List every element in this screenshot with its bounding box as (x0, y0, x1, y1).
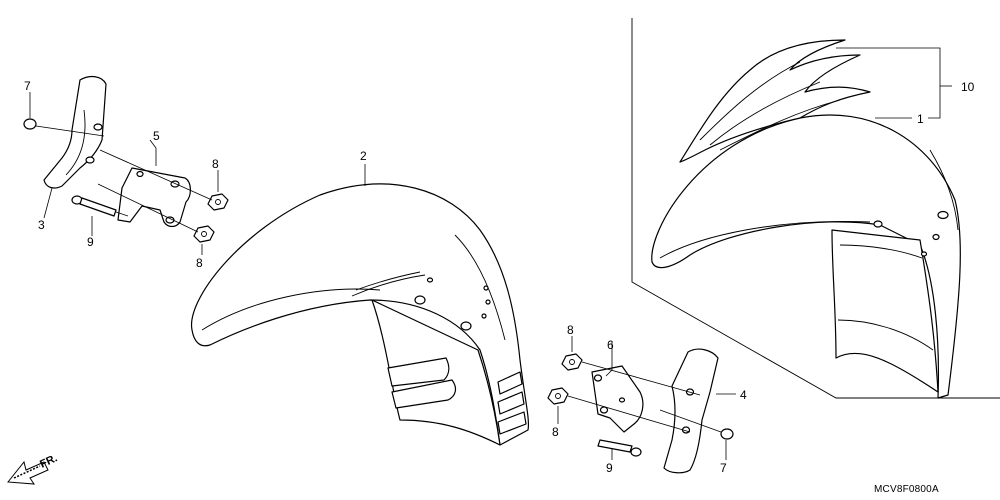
callout-7-left: 7 (24, 79, 31, 93)
front-arrow-icon (7, 460, 49, 485)
nut-8-right-upper (561, 353, 583, 371)
callout-9-left: 9 (87, 235, 94, 249)
front-label: FR. (38, 452, 59, 470)
bolt-9-right (597, 439, 642, 457)
nut-8-right-lower (547, 387, 569, 405)
callout-10: 10 (961, 80, 975, 94)
callout-3: 3 (38, 218, 45, 232)
right-bracket (591, 365, 644, 433)
callout-9-right: 9 (606, 461, 613, 475)
callout-5: 5 (153, 129, 160, 143)
diagram-code: MCV8F0800A (874, 484, 939, 495)
callout-6: 6 (607, 338, 614, 352)
bolt-7-right (659, 409, 734, 440)
right-fender-stay (663, 348, 719, 474)
front-fender (190, 183, 530, 446)
bolt-9-left (71, 195, 129, 217)
callout-8-right-lower: 8 (552, 425, 559, 439)
callout-4: 4 (740, 388, 747, 402)
left-bracket (117, 167, 191, 228)
left-fender-stay (43, 75, 107, 189)
callout-7-right: 7 (720, 461, 727, 475)
flame-decal (679, 39, 871, 163)
nut-8-left-lower (193, 225, 215, 243)
callout-8-left-lower: 8 (196, 256, 203, 270)
nut-8-left-upper (207, 193, 229, 211)
callout-8-right-upper: 8 (567, 323, 574, 337)
callout-2: 2 (360, 149, 367, 163)
callout-1: 1 (917, 112, 924, 126)
inset-front-fender (651, 114, 961, 399)
callout-8-left-upper: 8 (212, 157, 219, 171)
inset-frame (631, 18, 1000, 399)
bolt-7-left (23, 118, 105, 137)
